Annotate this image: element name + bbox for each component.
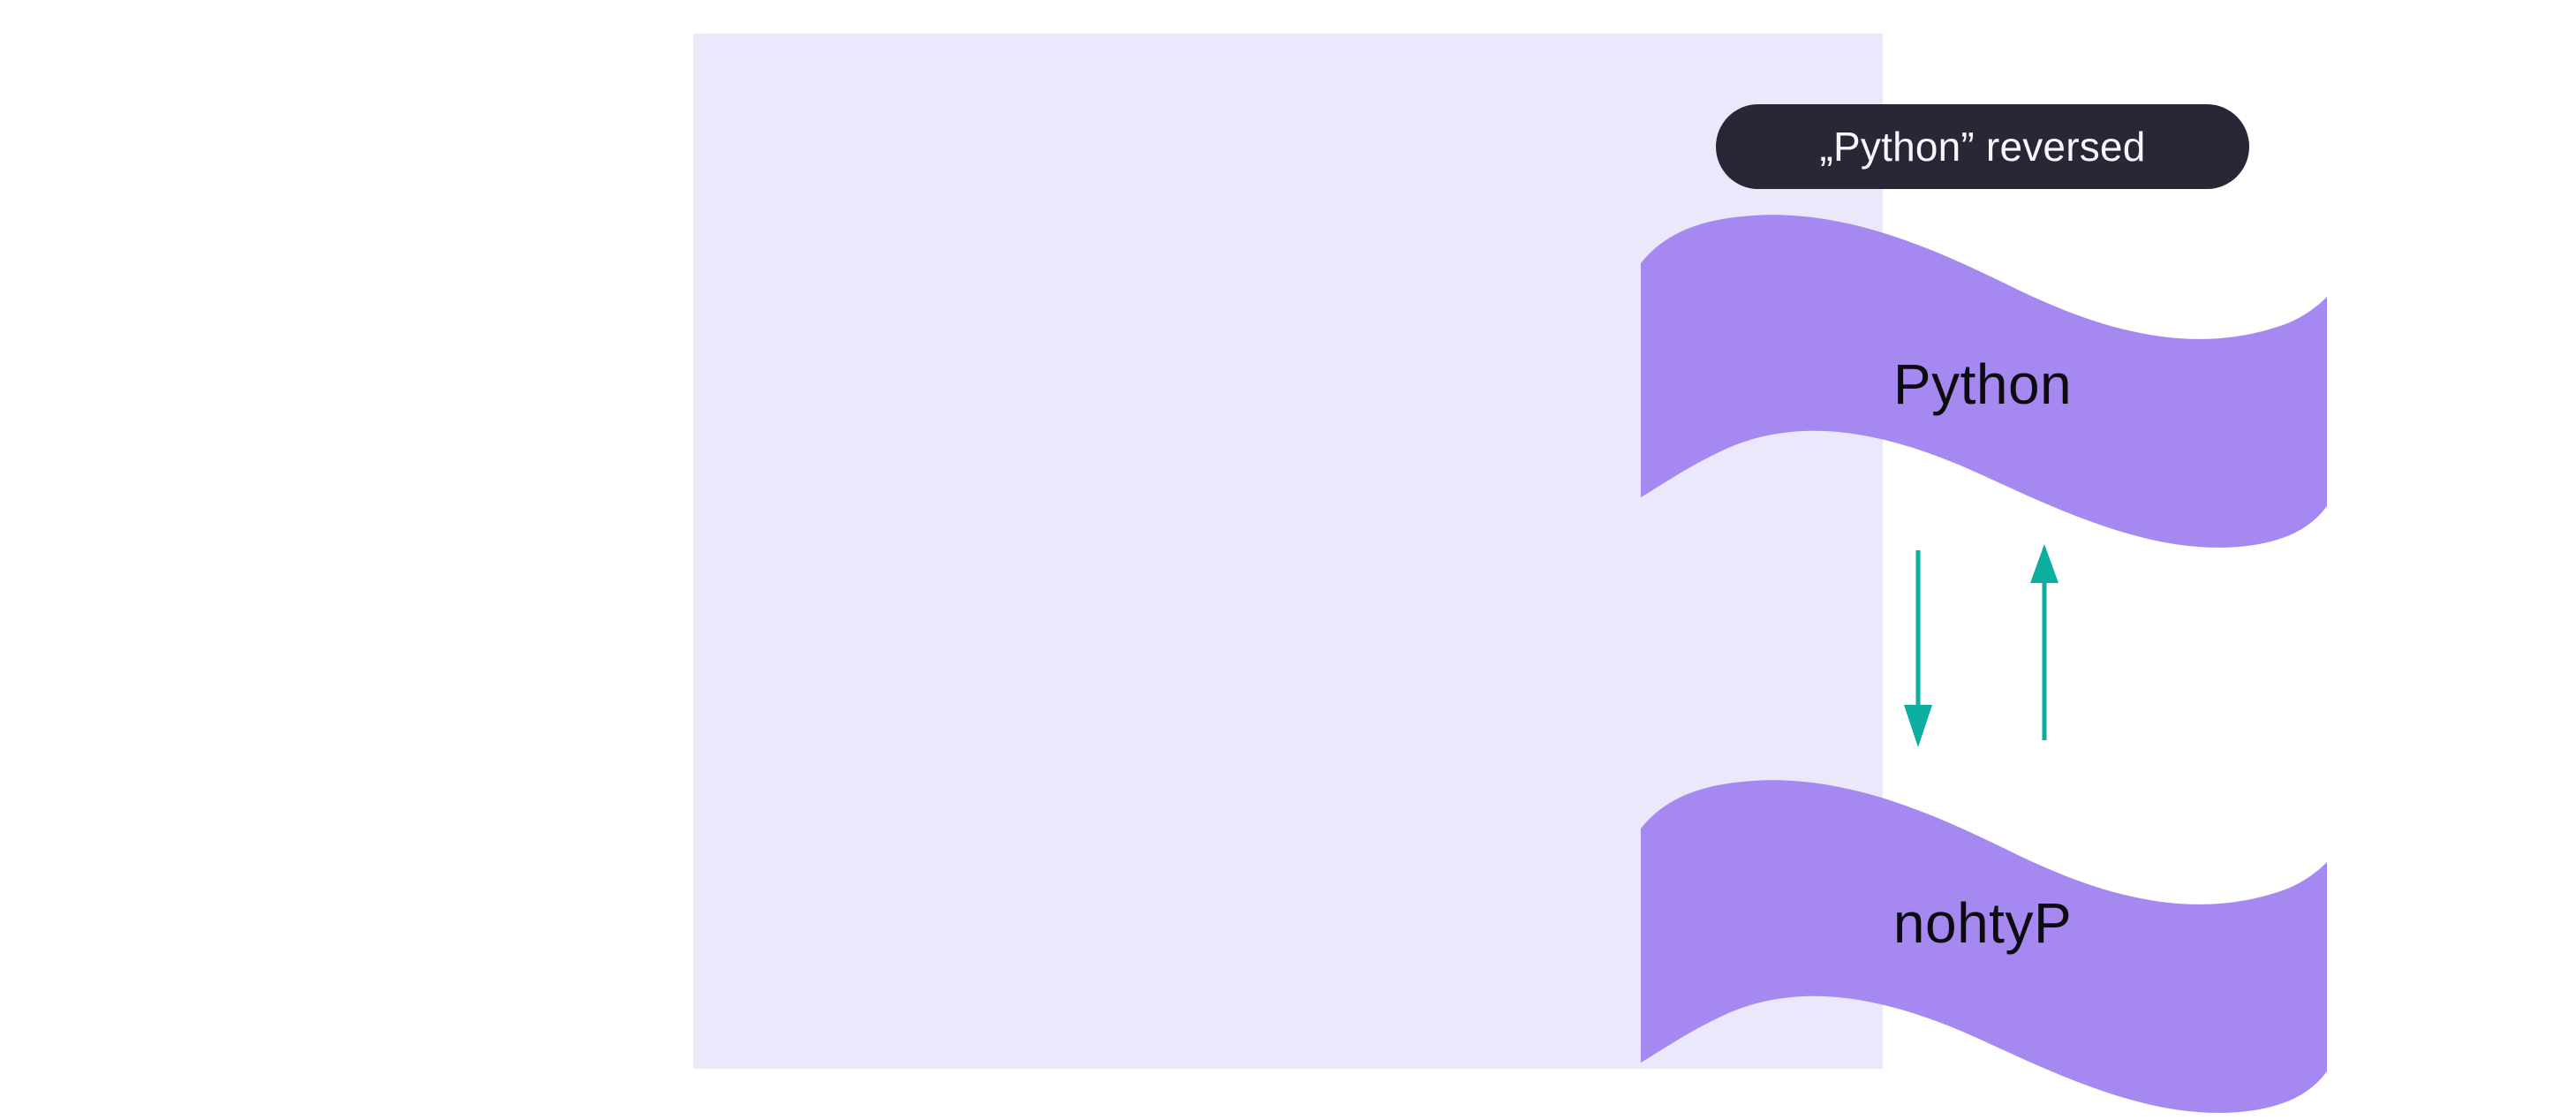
ribbon-bottom: nohtyP	[1629, 767, 2336, 1120]
ribbon-bottom-shape	[1641, 780, 2327, 1113]
ribbon-top-label: Python	[1892, 352, 2073, 416]
arrow-group	[1877, 528, 2124, 776]
arrow-down-icon	[1904, 550, 1932, 747]
ribbon-bottom-label: nohtyP	[1892, 891, 2073, 955]
title-pill: „Python” reversed	[1716, 104, 2249, 189]
ribbon-top: Python	[1629, 201, 2336, 555]
arrow-up-icon	[2030, 544, 2059, 740]
title-pill-label: „Python” reversed	[1819, 124, 2146, 170]
diagram-panel: „Python” reversed Python nohtyP	[693, 34, 2327, 1113]
ribbon-top-shape	[1641, 215, 2327, 548]
